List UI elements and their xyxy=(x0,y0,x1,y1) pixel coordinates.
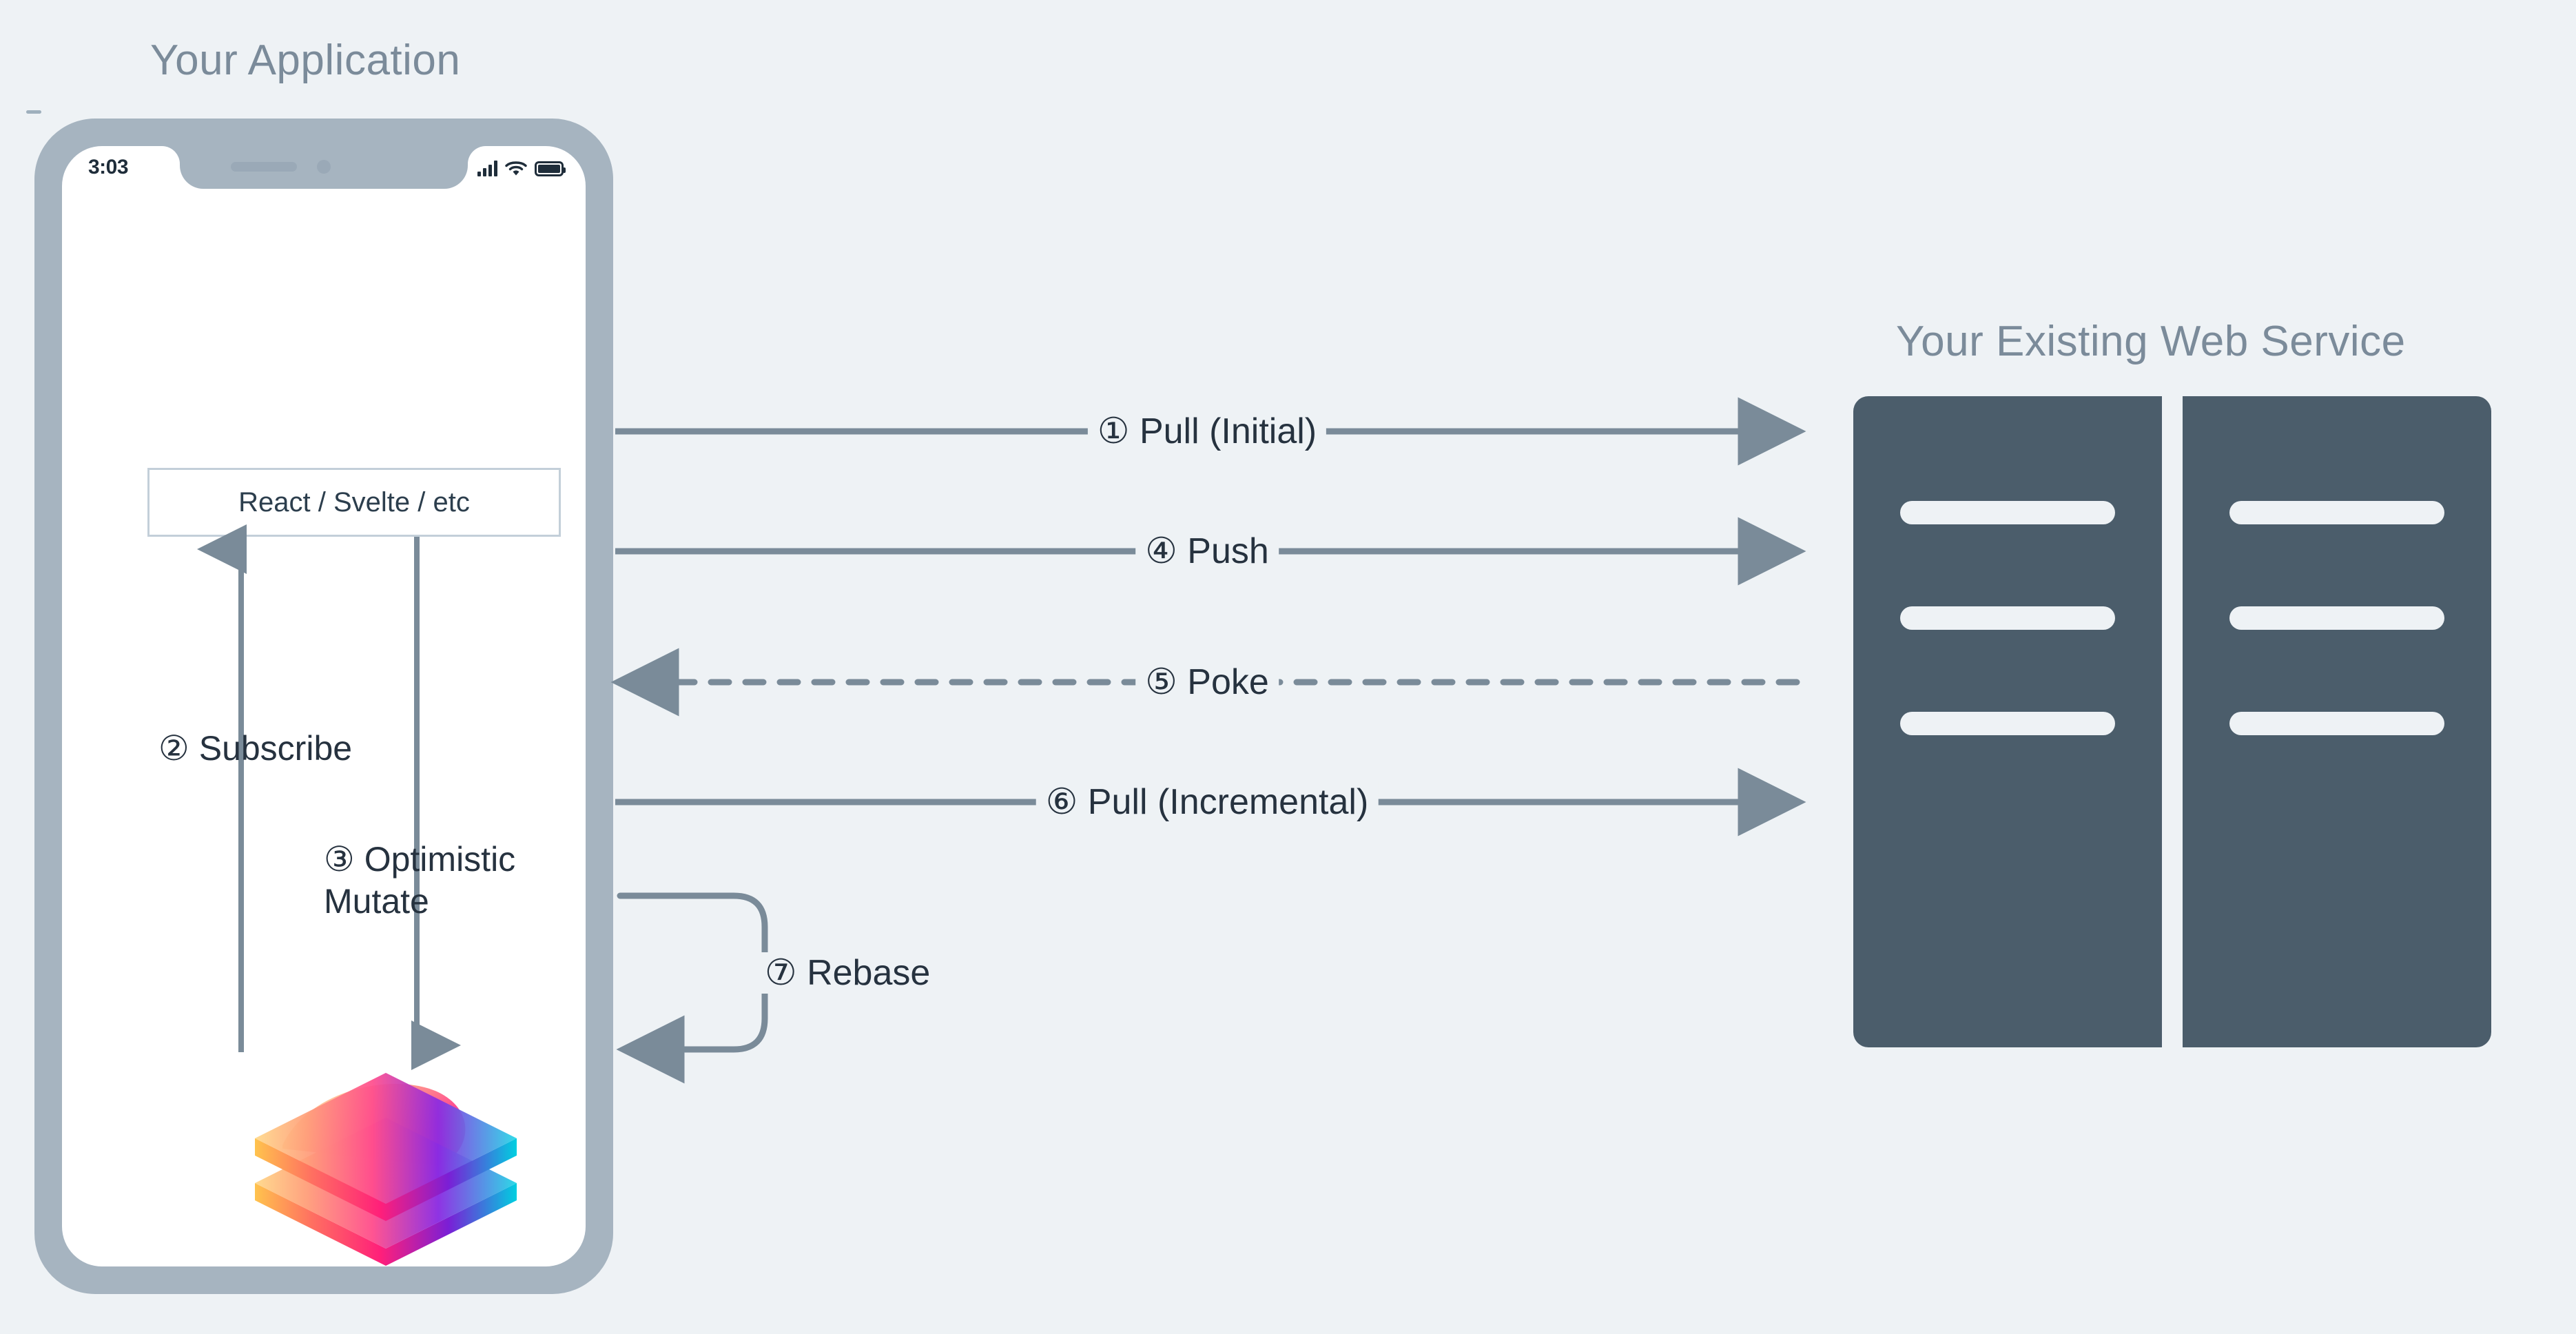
status-bar: 3:03 xyxy=(62,146,586,189)
replicache-datastore[interactable]: Replicache xyxy=(238,1059,534,1266)
optimistic-mutate-step-label: ③ Optimistic Mutate xyxy=(324,840,516,921)
earpiece-speaker-icon xyxy=(231,162,297,172)
server-bar xyxy=(1900,501,2115,524)
server-bar xyxy=(2229,712,2444,735)
status-bar-clock: 3:03 xyxy=(88,156,129,178)
notch-corner-right xyxy=(468,146,486,164)
cellular-signal-icon xyxy=(477,160,497,176)
server-bar xyxy=(2229,606,2444,630)
application-title: Your Application xyxy=(150,37,461,84)
front-camera-icon xyxy=(317,160,331,174)
framework-box-label: React / Svelte / etc xyxy=(238,486,470,517)
push-label: ④ Push xyxy=(1135,531,1279,572)
notch-corner-left xyxy=(162,146,180,164)
server-rack-right xyxy=(2183,396,2491,1047)
phone-screen: 3:03 React / Svelte / etc xyxy=(62,146,586,1266)
battery-icon xyxy=(535,161,566,176)
server-bar xyxy=(1900,606,2115,630)
phone-device-frame: 3:03 React / Svelte / etc xyxy=(34,119,613,1294)
server-rack-left xyxy=(1853,396,2162,1047)
pull-incremental-label: ⑥ Pull (Incremental) xyxy=(1035,781,1379,823)
phone-notch xyxy=(162,146,486,189)
replicache-layers-logo xyxy=(255,1073,517,1266)
poke-label: ⑤ Poke xyxy=(1135,661,1279,703)
stray-dash-artifact xyxy=(26,110,41,114)
wifi-icon xyxy=(505,161,527,176)
rebase-label: ⑦ Rebase xyxy=(755,952,940,994)
subscribe-step-label: ② Subscribe xyxy=(158,729,353,768)
phone-internal-arrows xyxy=(197,524,461,1070)
web-service-title: Your Existing Web Service xyxy=(1896,318,2406,365)
server-bar xyxy=(2229,501,2444,524)
server-bar xyxy=(1900,712,2115,735)
pull-initial-label: ① Pull (Initial) xyxy=(1087,411,1327,452)
rebase-loop-arrow xyxy=(616,892,768,1084)
status-bar-icons xyxy=(477,156,566,176)
